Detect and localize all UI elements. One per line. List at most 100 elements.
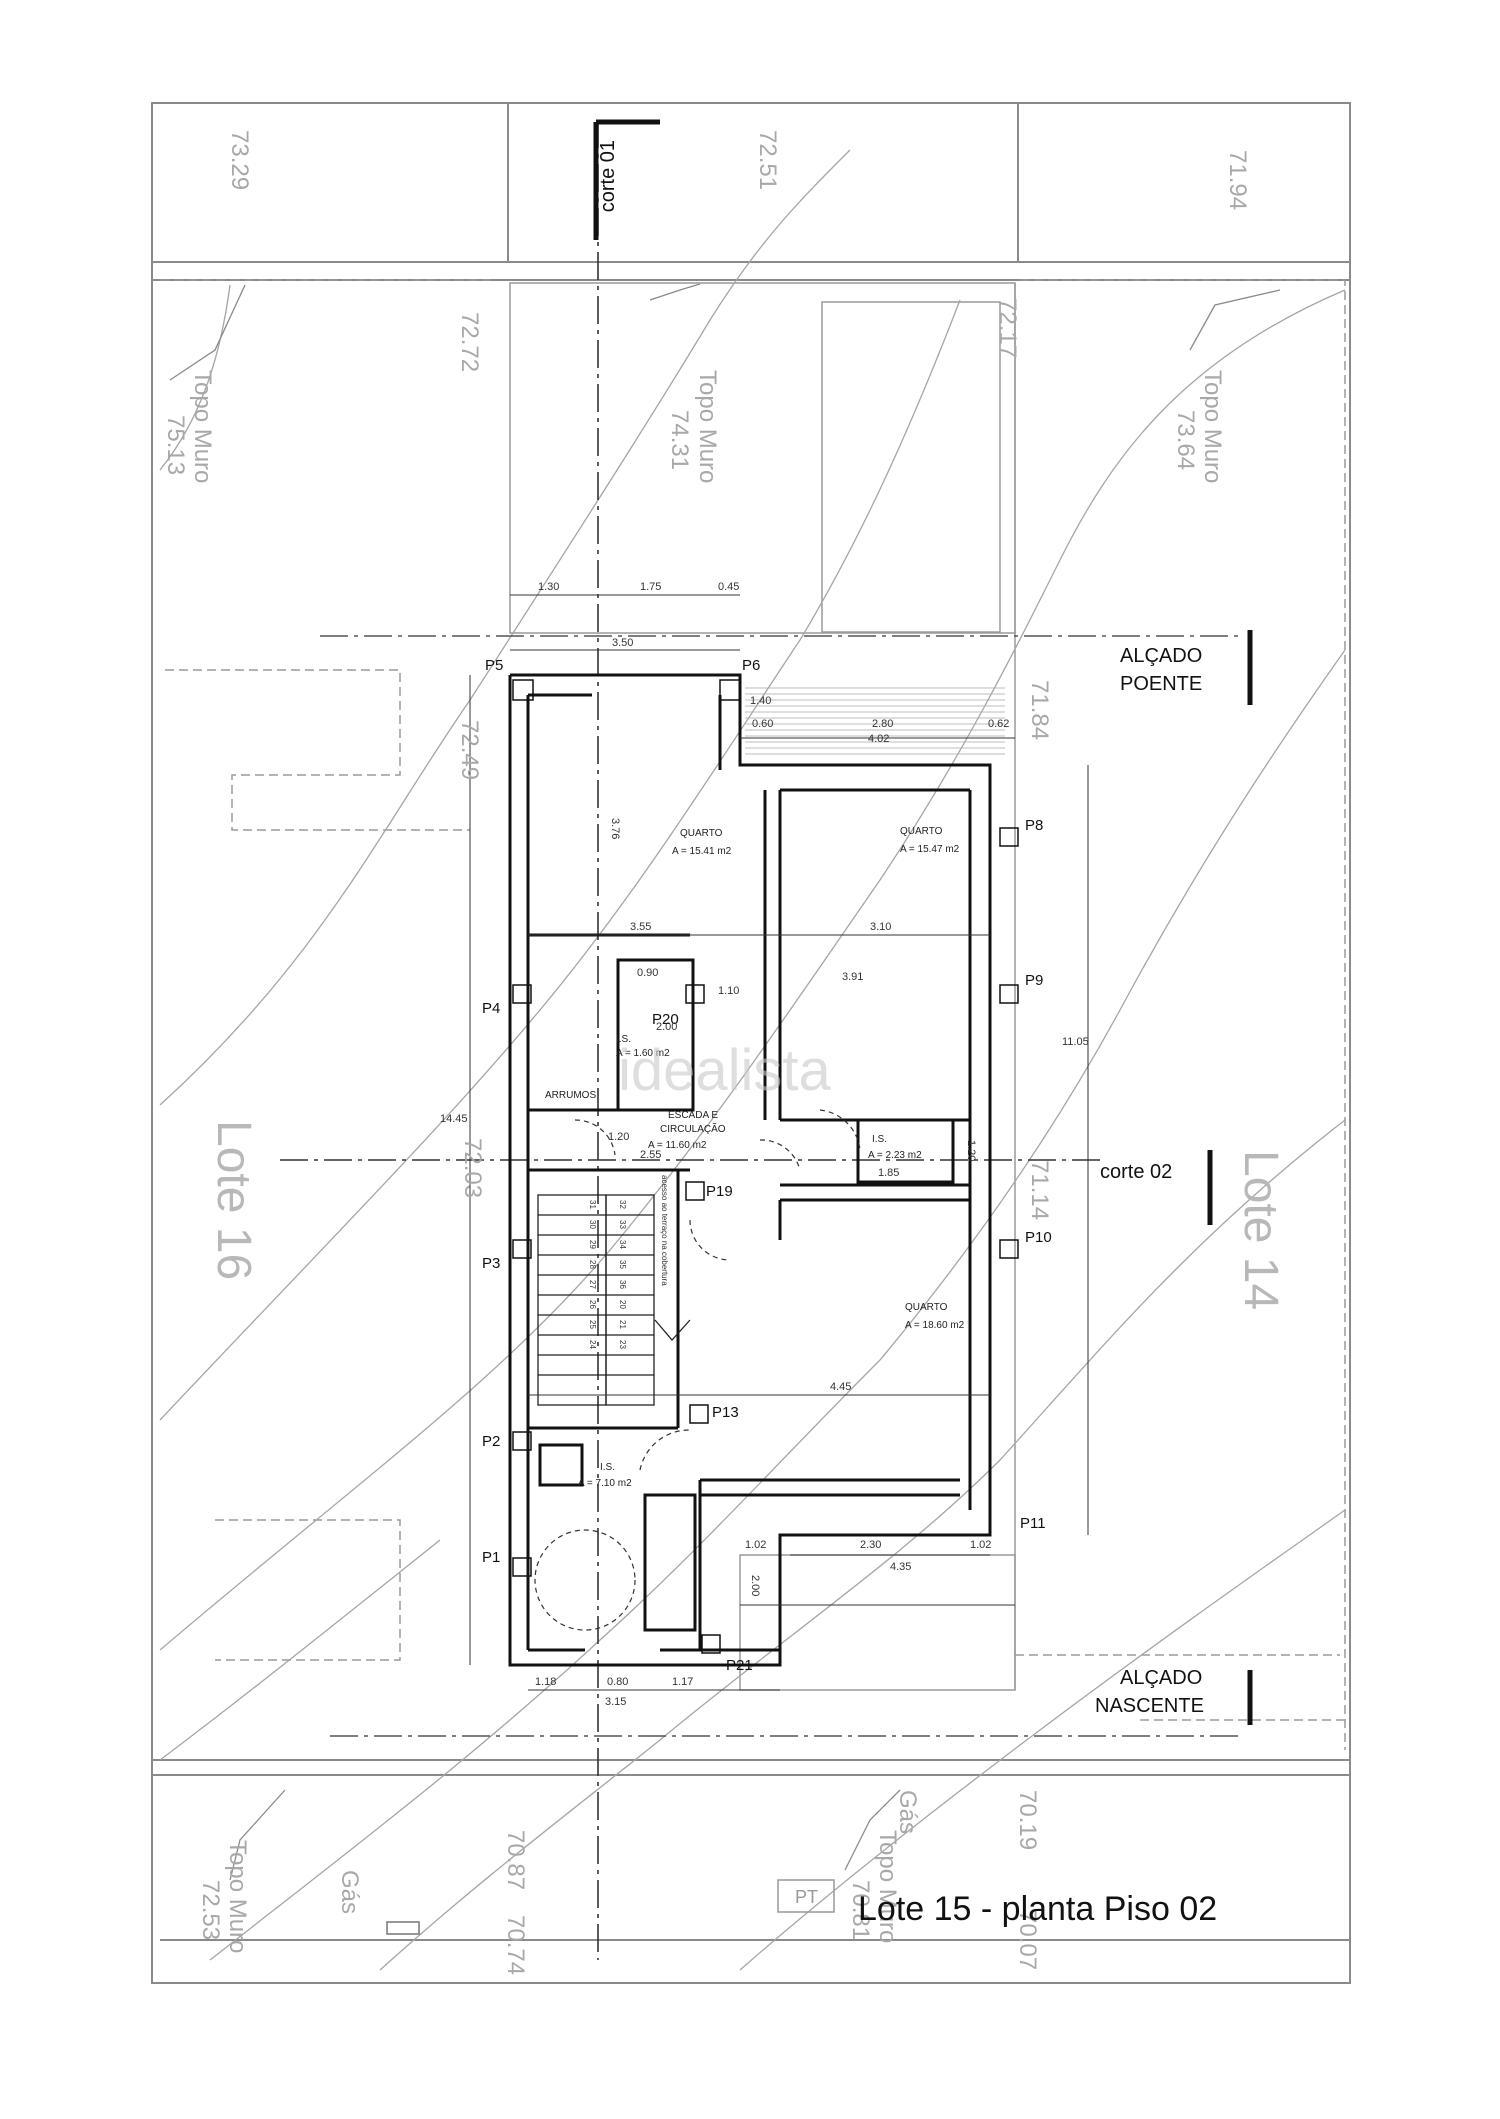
pillar-p19: P19 [706, 1183, 733, 1200]
terrace-hatch [745, 687, 1005, 755]
pillar-p1: P1 [482, 1549, 500, 1566]
dim-120: 1.20 [608, 1131, 629, 1143]
stair-no-3: 29 [588, 1240, 597, 1249]
level-bot-d: 70.07 [1014, 1910, 1041, 1970]
section-cut-1-label: corte 01 [597, 140, 619, 212]
stair-no-8: 24 [588, 1340, 597, 1349]
level-mid-d: 71.84 [1026, 680, 1053, 740]
wall-5-value: 70.81 [847, 1880, 874, 1940]
dim-445: 4.45 [830, 1381, 851, 1393]
wall-2-value: 74.31 [666, 410, 693, 470]
stair-no-6: 26 [588, 1300, 597, 1309]
pt-box [777, 1879, 835, 1913]
pillar-p3: P3 [482, 1255, 500, 1272]
dim-117: 1.17 [672, 1676, 693, 1688]
dim-1105: 11.05 [1062, 1036, 1089, 1048]
level-mid-b: 72.17 [994, 298, 1021, 358]
level-bot-c: 70.19 [1014, 1790, 1041, 1850]
pillar-p10: P10 [1025, 1229, 1052, 1246]
dim-402: 4.02 [868, 733, 889, 745]
room-8-area: A = 11.60 m2 [648, 1140, 707, 1151]
watermark: idealista [618, 1038, 832, 1103]
section-markers [593, 119, 1253, 1725]
pillar-p2: P2 [482, 1433, 500, 1450]
dim-120b: 1.20 [965, 1140, 977, 1161]
room-5-name: I.S. [872, 1134, 887, 1145]
room-3-area: A = 18.60 m2 [905, 1320, 965, 1331]
dim-175: 1.75 [640, 581, 661, 593]
room-5-area: A = 2.23 m2 [868, 1150, 922, 1161]
pt-label: PT [795, 1887, 818, 1907]
dim-200: 2.00 [656, 1021, 677, 1033]
wall-2-label: Topo Muro [694, 370, 721, 483]
level-mid-e: 72.03 [459, 1138, 486, 1198]
dim-391: 3.91 [842, 971, 863, 983]
dim-310: 3.10 [870, 921, 891, 933]
dim-045: 0.45 [718, 581, 739, 593]
dim-230: 2.30 [860, 1539, 881, 1551]
pillar-marks [512, 679, 1019, 1654]
room-7-name: ESCADA E [668, 1110, 718, 1121]
dim-102b: 1.02 [970, 1539, 991, 1551]
elevation-east-line2: NASCENTE [1095, 1695, 1204, 1717]
contour-lines [159, 149, 1346, 1971]
room-3-name: QUARTO [905, 1302, 948, 1313]
pillar-p20: P20 [652, 1011, 679, 1028]
room-labels: QUARTO A = 15.41 m2 QUARTO A = 15.47 m2 … [545, 826, 965, 1489]
pillar-p9: P9 [1025, 972, 1043, 989]
dim-080: 0.80 [607, 1676, 628, 1688]
dim-315: 3.15 [605, 1696, 626, 1708]
stair-no-12: 35 [618, 1260, 627, 1269]
stair-no-11: 34 [618, 1240, 627, 1249]
dimension-labels: 1.30 1.75 0.45 3.50 1.40 0.60 2.80 0.62 … [440, 581, 1089, 1708]
dim-090: 0.90 [637, 967, 658, 979]
wall-leaders [169, 283, 1281, 1881]
section-cut-2-label: corte 02 [1100, 1161, 1172, 1183]
wall-4-label: Topo Muro [224, 1840, 251, 1953]
room-1-area: A = 15.41 m2 [672, 846, 732, 857]
room-7-area: CIRCULAÇÃO [660, 1122, 726, 1135]
room-2-name: QUARTO [900, 826, 943, 837]
gas-label-left: Gás [336, 1870, 363, 1914]
pillar-p11: P11 [1020, 1515, 1046, 1532]
section-lines [280, 120, 1100, 1960]
dim-102: 1.02 [745, 1539, 766, 1551]
dim-140: 1.40 [750, 695, 771, 707]
stair-note: acesso ao terraço na cobertura [660, 1175, 669, 1286]
room-2-area: A = 15.47 m2 [900, 844, 960, 855]
lot-right-label: Lote 14 [1234, 1150, 1287, 1310]
dim-255: 2.55 [640, 1149, 661, 1161]
dim-062: 0.62 [988, 718, 1009, 730]
stair-no-4: 28 [588, 1260, 597, 1269]
pillar-p13: P13 [712, 1404, 739, 1421]
elevation-west-line1: ALÇADO [1120, 645, 1202, 667]
stair-no-16: 23 [618, 1340, 627, 1349]
dim-280: 2.80 [872, 718, 893, 730]
level-bot-a: 70.87 [502, 1830, 529, 1890]
room-1-name: QUARTO [680, 828, 723, 839]
pillar-p4: P4 [482, 1000, 500, 1017]
dim-185: 1.85 [878, 1167, 899, 1179]
pillar-p8: P8 [1025, 817, 1043, 834]
wall-3-label: Topo Muro [1199, 370, 1226, 483]
elevation-east-line1: ALÇADO [1120, 1667, 1202, 1689]
stair [537, 1194, 691, 1406]
room-9-name: ARRUMOS [545, 1090, 596, 1101]
property-lines [320, 635, 1240, 1737]
pillar-p6: P6 [742, 657, 760, 674]
dim-376: 3.76 [609, 818, 621, 839]
dimension-lines [469, 594, 1089, 1691]
room-4-name: I.S. [600, 1462, 615, 1473]
stair-no-15: 21 [618, 1320, 627, 1329]
stair-numbers: 31 30 29 28 27 26 25 24 32 33 34 35 36 2… [588, 1175, 669, 1349]
gas-label-right: Gás [894, 1790, 921, 1834]
dim-435: 4.35 [890, 1561, 911, 1573]
stair-no-13: 36 [618, 1280, 627, 1289]
level-mid-a: 72.72 [456, 312, 483, 372]
wall-1-value: 75.13 [162, 415, 189, 475]
dim-110: 1.10 [718, 985, 739, 997]
dim-060: 0.60 [752, 718, 773, 730]
gas-meter-box [386, 1921, 420, 1935]
